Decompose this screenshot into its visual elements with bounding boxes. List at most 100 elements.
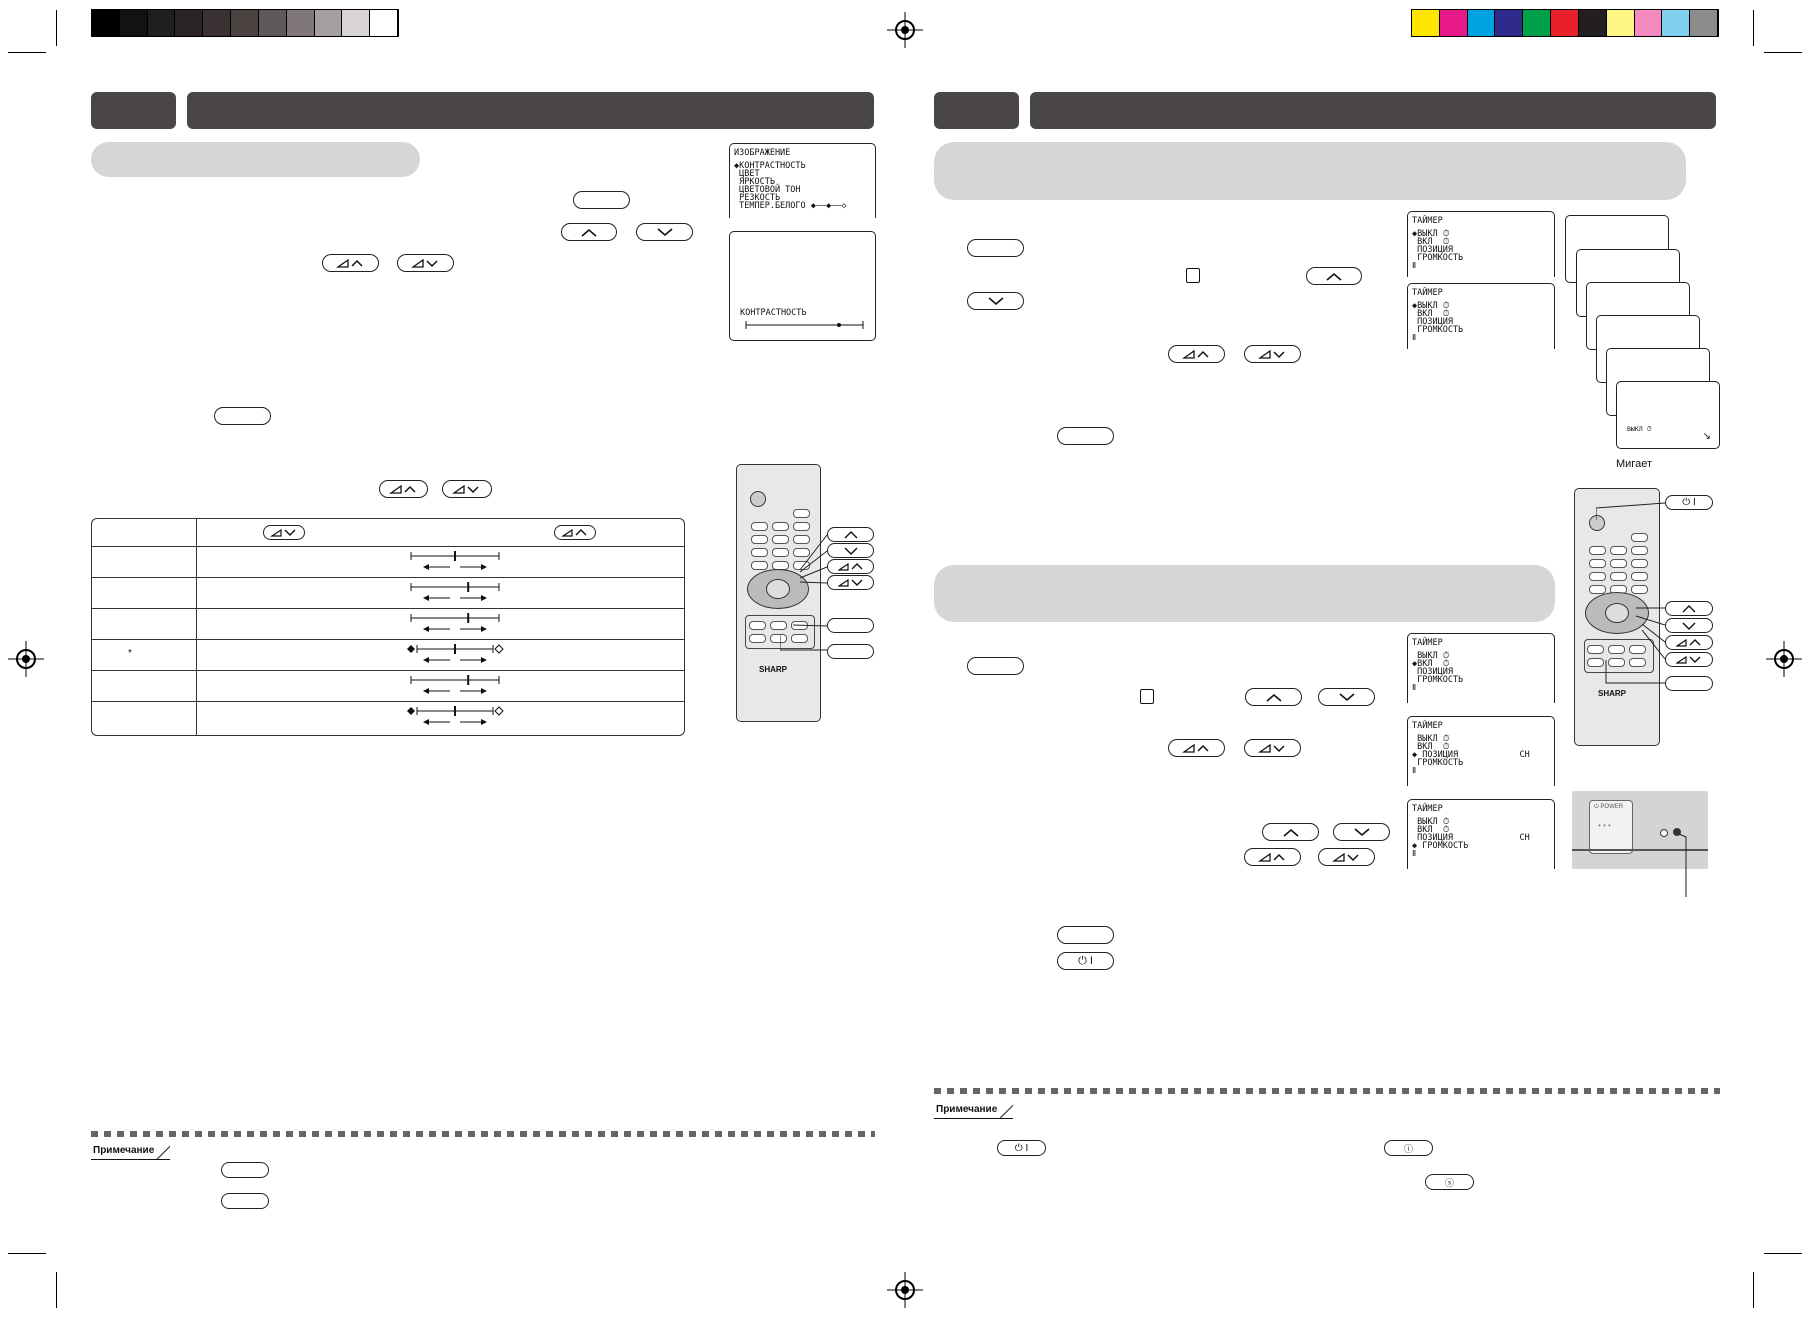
volume-up-icon xyxy=(837,562,862,571)
osd-item: ВКЛ ⏱ xyxy=(1412,742,1450,752)
volume-up-button-2[interactable] xyxy=(379,480,428,498)
remote-key xyxy=(1631,533,1648,542)
on-timer-up-button[interactable] xyxy=(1245,688,1302,706)
remote-key xyxy=(1610,559,1627,568)
remote-key xyxy=(1629,658,1646,667)
right-subsection-title-1 xyxy=(934,142,1686,200)
chevron-down-icon xyxy=(1338,692,1355,701)
color-swatch xyxy=(1551,10,1579,36)
timer-osd-2: ТАЙМЕР ◆ВЫКЛ ⏱ ВКЛ ⏱ ПОЗИЦИЯ ГРОМКОСТЬ Ⅱ xyxy=(1407,283,1555,349)
callout-down-button xyxy=(1665,618,1713,633)
osd-item: ГРОМКОСТЬ xyxy=(1412,325,1464,335)
osd-item: ГРОМКОСТЬ xyxy=(1412,758,1464,768)
menu-button[interactable] xyxy=(573,191,630,209)
osd-item: ВКЛ ⏱ xyxy=(1412,237,1450,247)
chevron-down-icon xyxy=(1682,622,1696,630)
on-timer-volume-up-button[interactable] xyxy=(1168,739,1225,757)
callout-menu-button xyxy=(827,618,874,633)
osd-item: ПОЗИЦИЯ xyxy=(1412,245,1453,255)
osd-item: Ⅱ xyxy=(1412,849,1417,859)
note-label: Примечание xyxy=(93,1145,155,1156)
volume-up-button[interactable] xyxy=(322,254,379,272)
osd-item: ◆КОНТРАСТНОСТЬ xyxy=(734,161,806,171)
arrow-icon: ↘ xyxy=(1702,431,1711,442)
volume-down-button-2[interactable] xyxy=(442,480,492,498)
registration-mark-right xyxy=(1766,641,1802,677)
up-arrow-button[interactable] xyxy=(561,223,617,241)
callout-power-button: ⏻ I xyxy=(1665,495,1713,510)
timer-down-button[interactable] xyxy=(967,292,1024,310)
osd-item: Ⅱ xyxy=(1412,333,1417,343)
remote-dpad xyxy=(1585,592,1649,634)
table-row xyxy=(92,608,684,609)
chevron-up-icon xyxy=(1282,828,1299,837)
on-timer-power-button[interactable]: ⏻ I xyxy=(1057,952,1114,970)
return-button[interactable] xyxy=(214,407,271,425)
on-timer-menu-button[interactable] xyxy=(967,657,1024,675)
osd-item: Ⅱ xyxy=(1412,261,1417,271)
osd-item: ◆ВЫКЛ ⏱ xyxy=(1412,301,1450,311)
chevron-up-icon xyxy=(844,530,857,538)
color-swatch xyxy=(258,10,287,36)
volume-up-icon xyxy=(561,528,587,537)
color-swatch xyxy=(231,10,259,36)
contrast-slider xyxy=(745,321,864,329)
remote-key xyxy=(793,509,810,518)
slider-diagram xyxy=(410,675,500,694)
timer-up-button[interactable] xyxy=(1306,267,1362,285)
osd-contrast-label: КОНТРАСТНОСТЬ xyxy=(740,308,807,318)
color-swatch xyxy=(203,10,232,36)
chevron-up-icon xyxy=(1265,693,1282,702)
callout-volume-up-button xyxy=(1665,635,1713,650)
down-arrow-button[interactable] xyxy=(636,223,693,241)
slider-diagram xyxy=(410,613,500,632)
color-swatch xyxy=(1606,10,1635,36)
timer-volume-down-button[interactable] xyxy=(1244,345,1301,363)
timer-osd-4: ТАЙМЕР ВЫКЛ ⏱ ВКЛ ⏱ ◆ ПОЗИЦИЯ CH ГРОМКОС… xyxy=(1407,716,1555,786)
registration-mark-bottom xyxy=(887,1272,923,1308)
slider-diagram xyxy=(410,582,500,601)
volume-down-icon xyxy=(1257,743,1285,753)
remote-key xyxy=(1589,585,1606,594)
timer-return-button[interactable] xyxy=(1057,427,1114,445)
volume-setting-up-button[interactable] xyxy=(1262,823,1319,841)
on-timer-return-button[interactable] xyxy=(1057,926,1114,944)
callout-menu-button xyxy=(1665,676,1713,691)
chevron-up-icon xyxy=(1682,604,1696,612)
slider-diagram xyxy=(407,706,504,725)
color-swatch xyxy=(175,10,204,36)
registration-mark-top xyxy=(887,12,923,48)
volume-up-icon xyxy=(1676,638,1701,647)
volume-down-icon xyxy=(452,484,479,494)
volume-setting-vol-down-button[interactable] xyxy=(1318,848,1375,866)
timer-menu-button[interactable] xyxy=(967,239,1024,257)
color-swatch xyxy=(1523,10,1552,36)
volume-up-icon xyxy=(1181,349,1209,359)
timer-volume-up-button[interactable] xyxy=(1168,345,1225,363)
osd-item: ГРОМКОСТЬ xyxy=(1412,675,1464,685)
table-row xyxy=(92,639,684,640)
remote-key xyxy=(1589,572,1606,581)
remote-key xyxy=(772,535,789,544)
volume-down-button[interactable] xyxy=(397,254,454,272)
osd-item: ВКЛ ⏱ xyxy=(1412,825,1450,835)
table-row xyxy=(92,701,684,702)
left-note-button-1 xyxy=(221,1162,269,1178)
tv-front-panel: ⏻ POWER • • • xyxy=(1572,791,1708,869)
osd-item: ГРОМКОСТЬ xyxy=(1412,253,1464,263)
remote-key xyxy=(1631,585,1648,594)
cascade-screen: ВЫКЛ ⏱↘ xyxy=(1616,381,1720,449)
volume-setting-vol-up-button[interactable] xyxy=(1244,848,1301,866)
remote-key xyxy=(1610,572,1627,581)
color-swatch xyxy=(1412,10,1440,36)
left-note-divider xyxy=(91,1131,875,1137)
volume-setting-down-button[interactable] xyxy=(1333,823,1390,841)
color-swatch xyxy=(147,10,176,36)
osd-item: ТЕМПЕР.БЕЛОГО ◆——◆——◇ xyxy=(734,201,847,211)
clock-icon xyxy=(1140,689,1154,704)
color-swatch xyxy=(1690,10,1718,36)
on-timer-volume-down-button[interactable] xyxy=(1244,739,1301,757)
osd-item: ЯРКОСТЬ xyxy=(734,177,775,187)
on-timer-down-button[interactable] xyxy=(1318,688,1375,706)
osd-item: ◆ ГРОМКОСТЬ xyxy=(1412,841,1469,851)
